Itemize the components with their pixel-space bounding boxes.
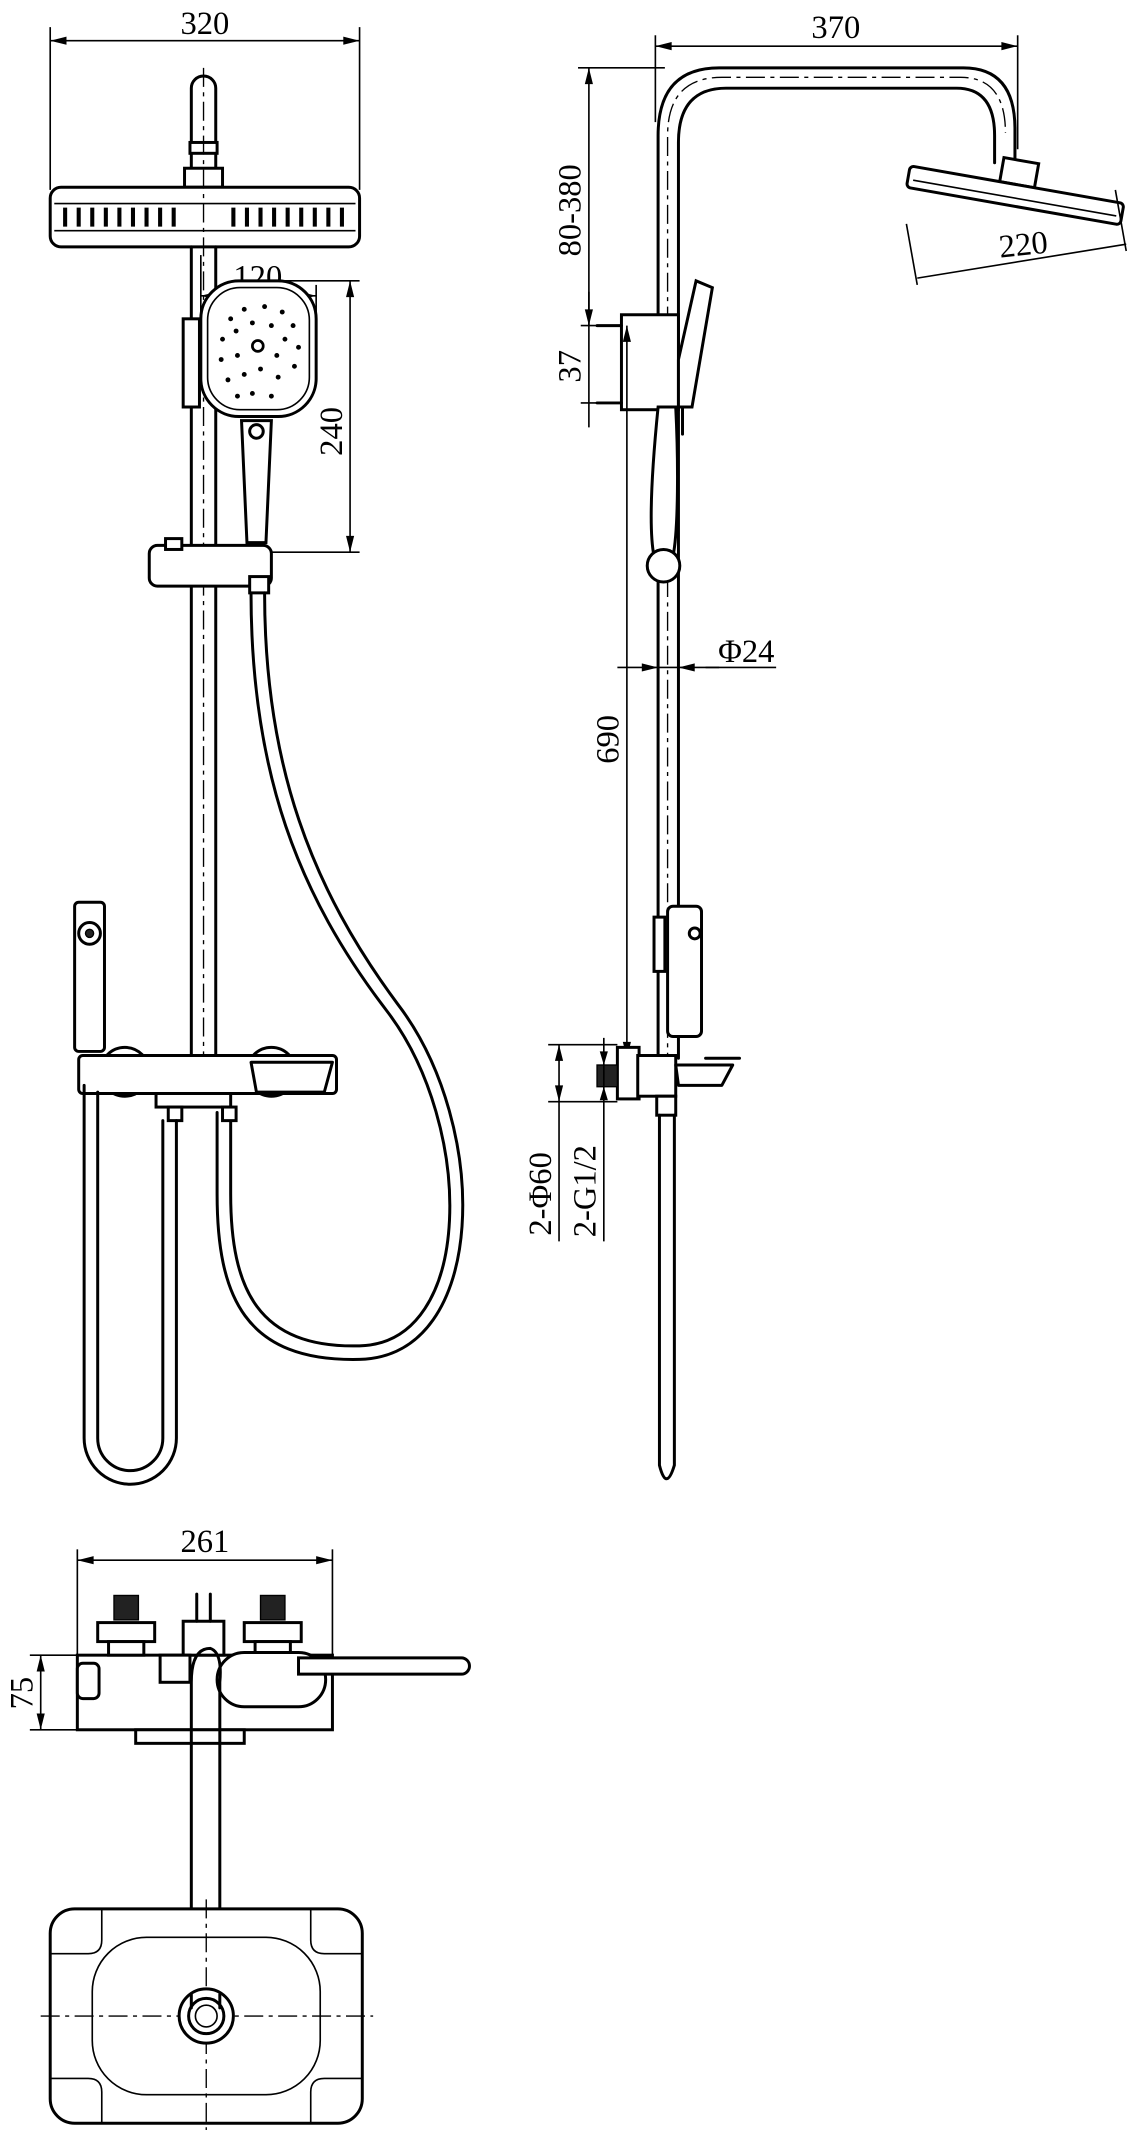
dim-label-370: 370 <box>811 10 860 46</box>
mixer-side <box>596 904 741 1117</box>
dim-label-2-phi60: 2-Φ60 <box>523 1152 559 1235</box>
thermostatic-mixer <box>77 1045 339 1123</box>
dim-label-37: 37 <box>553 350 589 383</box>
dim-connections: 2-Φ60 2-G1/2 <box>523 1037 618 1242</box>
side-spray-hose <box>82 1083 178 1486</box>
overhead-shower-head-side <box>905 155 1125 226</box>
mixer-top <box>75 1592 471 1745</box>
shower-hose <box>215 591 465 1361</box>
shower-column <box>656 66 1017 1072</box>
dim-label-75: 75 <box>5 1677 41 1710</box>
dim-body-width: 261 <box>76 1524 334 1656</box>
slider-bracket <box>147 537 273 595</box>
hand-shower-side <box>595 278 715 584</box>
dim-body-depth: 75 <box>5 1654 82 1731</box>
dim-hand-shower-height: 240 <box>271 280 360 553</box>
rail-top <box>189 1646 222 1996</box>
hose-side <box>657 1113 676 1481</box>
base-plate <box>40 1899 374 2130</box>
side-spray <box>73 900 106 1053</box>
dim-label-320: 320 <box>180 6 229 42</box>
hand-shower <box>181 279 318 545</box>
dim-head-diameter: 220 <box>905 189 1128 286</box>
dim-label-2-g1-2: 2-G1/2 <box>568 1145 604 1237</box>
dim-height-adjust: 80-380 <box>553 67 665 326</box>
dim-label-240: 240 <box>314 407 350 456</box>
front-view: 320 120 <box>48 6 465 1486</box>
dim-arm-reach: 370 <box>654 10 1019 150</box>
dim-label-690: 690 <box>591 715 627 764</box>
dim-label-phi24: Φ24 <box>718 634 774 670</box>
overhead-shower-head <box>48 185 362 249</box>
dim-rail-diameter: Φ24 <box>617 634 777 672</box>
holder-bracket <box>181 317 201 409</box>
overhead-arm <box>189 74 218 172</box>
dim-label-220: 220 <box>997 225 1049 266</box>
dim-rail-length: 690 <box>591 325 631 1059</box>
side-view: 370 220 80-380 <box>523 10 1128 1481</box>
dim-overhead-width: 320 <box>49 6 361 190</box>
dim-label-80-380: 80-380 <box>553 164 589 256</box>
dim-label-261: 261 <box>180 1524 229 1560</box>
top-view: 261 75 <box>5 1524 471 2130</box>
